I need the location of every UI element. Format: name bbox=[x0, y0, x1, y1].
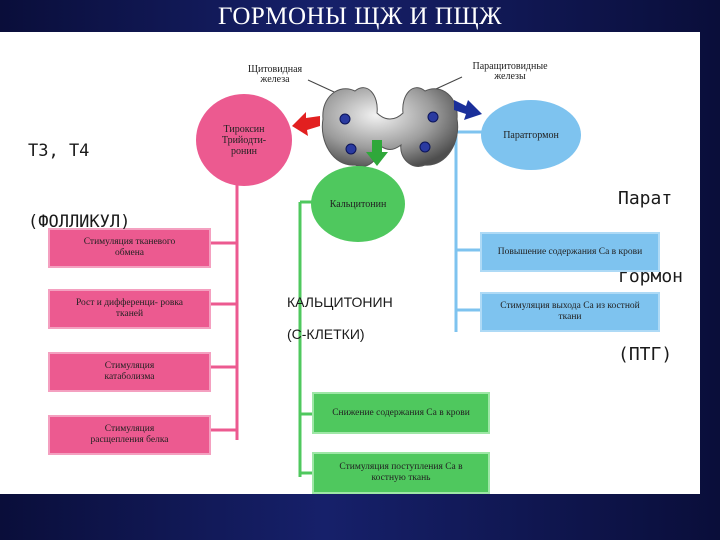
parathyroid-label-line2: железы bbox=[494, 71, 526, 82]
annotation-ptg: Парат гормон (ПТГ) bbox=[618, 134, 683, 420]
thyroid-gland-icon bbox=[321, 87, 459, 167]
thyroxine-label: Тироксин Трийодти- ронин bbox=[221, 123, 267, 157]
effect-label: Снижение содержания Са в крови bbox=[332, 407, 470, 418]
slide-title: ГОРМОНЫ ЩЖ И ПЩЖ bbox=[217, 3, 503, 30]
annotation-calcitonin-line1: КАЛЬЦИТОНИН bbox=[287, 294, 393, 310]
annotation-ptg-line2: гормон bbox=[618, 266, 684, 287]
effect-label: Рост и дифференци- ровка тканей bbox=[75, 298, 184, 319]
annotation-ptg-line1: Парат bbox=[618, 188, 673, 209]
thyroid-label: Щитовидная железа bbox=[225, 65, 325, 85]
calcitonin-oval: Кальцитонин bbox=[311, 166, 405, 242]
effect-label: Стимуляция выхода Са из костной ткани bbox=[500, 301, 640, 322]
parathyroid-label: Паращитовидные железы bbox=[455, 62, 565, 82]
annotation-t3t4: Т3, Т4 (ФОЛЛИКУЛ) bbox=[28, 96, 130, 277]
effect-box-bone-uptake: Стимуляция поступления Са в костную ткан… bbox=[312, 452, 490, 494]
effect-box-bone-release: Стимуляция выхода Са из костной ткани bbox=[480, 292, 660, 332]
effect-label: Стимуляция тканевого обмена bbox=[83, 237, 176, 258]
thyroxine-oval: Тироксин Трийодти- ронин bbox=[196, 94, 292, 186]
blue-arrow-icon bbox=[454, 100, 482, 120]
thyroid-label-line2: железа bbox=[260, 74, 290, 85]
annotation-t3t4-line1: Т3, Т4 bbox=[28, 141, 90, 161]
connector-lines bbox=[211, 130, 482, 477]
effect-box-lower-calcium: Снижение содержания Са в крови bbox=[312, 392, 490, 434]
annotation-calcitonin: КАЛЬЦИТОНИН (С-КЛЕТКИ) bbox=[287, 292, 393, 344]
annotation-ptg-line3: (ПТГ) bbox=[618, 344, 673, 365]
effect-label: Стимуляция расщепления белка bbox=[90, 424, 169, 445]
calcitonin-label: Кальцитонин bbox=[329, 198, 387, 210]
effect-label: Стимуляция катаболизма bbox=[104, 361, 155, 382]
parathormone-oval: Паратгормон bbox=[481, 100, 581, 170]
effect-box-catabolism: Стимуляция катаболизма bbox=[48, 352, 211, 392]
green-arrow-icon bbox=[366, 140, 388, 166]
red-arrow-icon bbox=[292, 112, 320, 136]
effect-box-protein: Стимуляция расщепления белка bbox=[48, 415, 211, 455]
effect-label: Стимуляция поступления Са в костную ткан… bbox=[339, 462, 463, 483]
effect-box-raise-calcium: Повышение содержания Са в крови bbox=[480, 232, 660, 272]
effect-box-tissue-metabolism: Стимуляция тканевого обмена bbox=[48, 228, 211, 268]
thyroid-label-line1: Щитовидная bbox=[247, 64, 303, 75]
diagram-canvas: Щитовидная железа Паращитовидные железы bbox=[0, 32, 700, 494]
parathormone-label: Паратгормон bbox=[503, 129, 559, 141]
effect-label: Повышение содержания Са в крови bbox=[497, 246, 643, 257]
annotation-calcitonin-line2: (С-КЛЕТКИ) bbox=[287, 326, 365, 342]
annotation-t3t4-line2: (ФОЛЛИКУЛ) bbox=[28, 212, 131, 232]
effect-box-growth: Рост и дифференци- ровка тканей bbox=[48, 289, 211, 329]
parathyroid-label-line1: Паращитовидные bbox=[472, 61, 548, 72]
